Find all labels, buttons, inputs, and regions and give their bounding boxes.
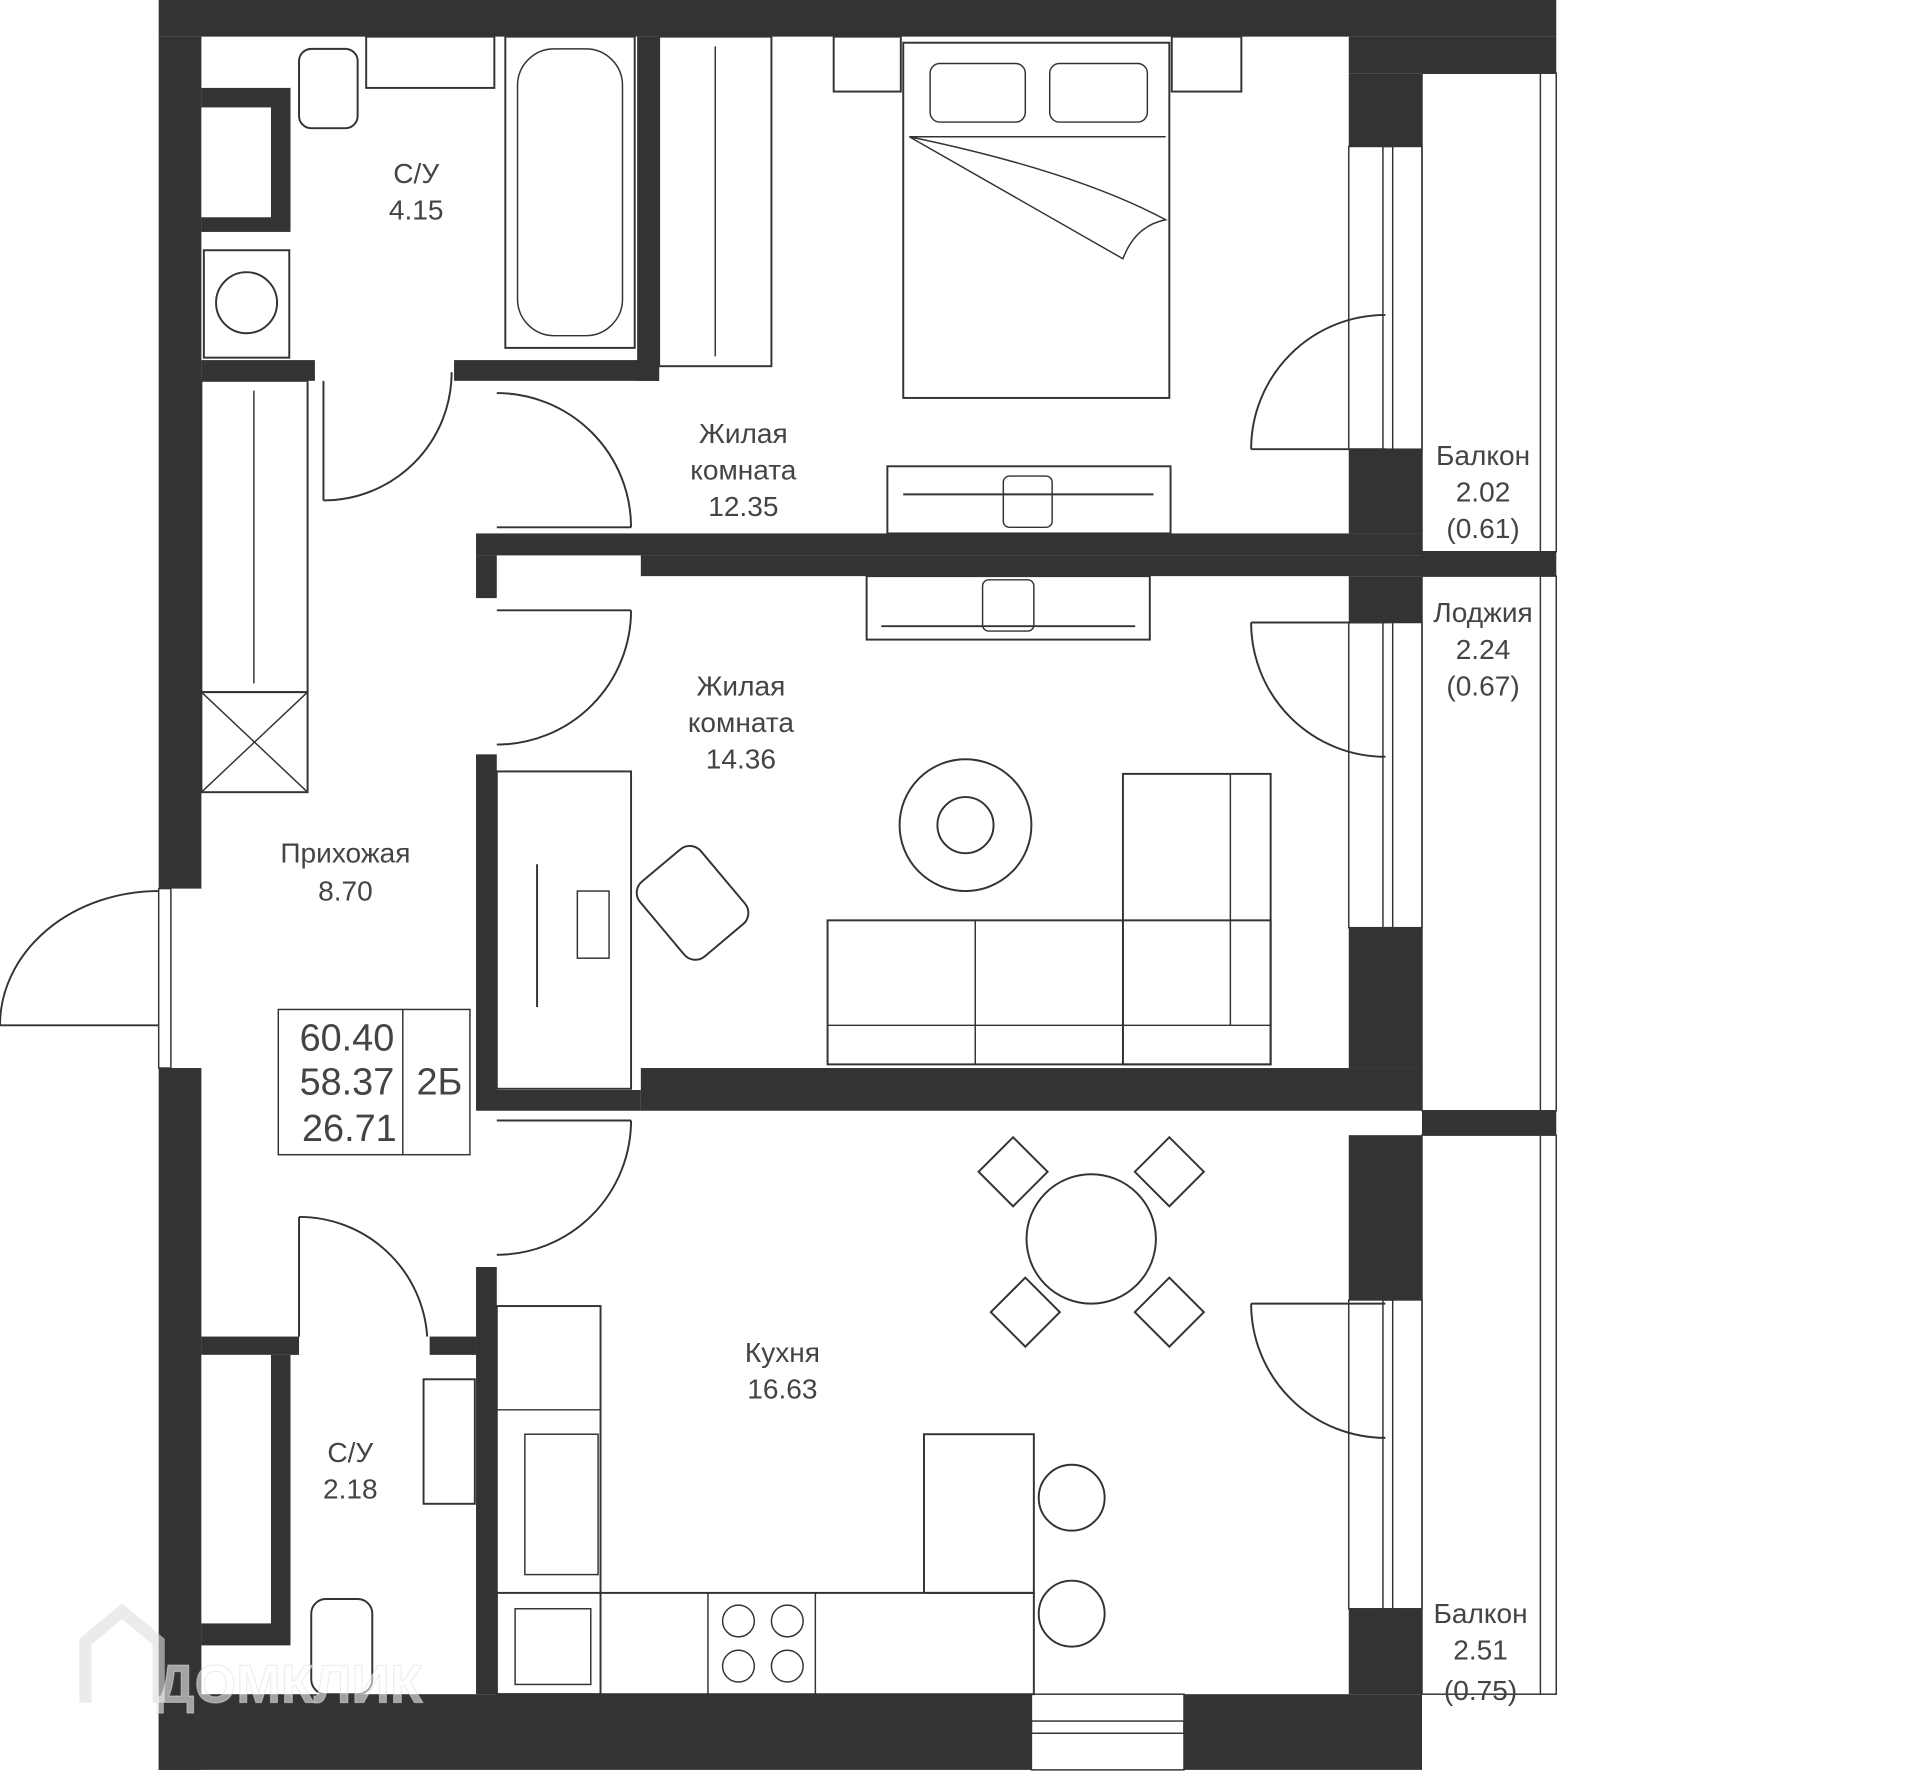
bathroom-1-name: С/У bbox=[393, 158, 439, 189]
hallway-name: Прихожая bbox=[280, 838, 410, 869]
watermark: ДОМКЛИК bbox=[79, 1603, 424, 1715]
doors bbox=[0, 313, 1386, 1439]
bathroom-2-area: 2.18 bbox=[323, 1474, 378, 1505]
apartment-type: 2Б bbox=[416, 1062, 462, 1104]
bathtub-icon bbox=[504, 35, 636, 349]
living-name-2: комната bbox=[688, 707, 795, 738]
sink-2-icon bbox=[422, 1378, 476, 1505]
bedroom-area: 12.35 bbox=[708, 491, 778, 522]
loggia-area: 2.24 bbox=[1456, 634, 1511, 665]
washer-icon bbox=[202, 249, 291, 359]
sink-icon bbox=[365, 35, 496, 89]
balcony-2-name: Балкон bbox=[1434, 1598, 1528, 1629]
furniture bbox=[200, 35, 1272, 1696]
kitchen-name: Кухня bbox=[745, 1337, 820, 1368]
toilet-icon bbox=[298, 47, 359, 130]
balcony-frames bbox=[1421, 72, 1557, 1695]
walls bbox=[158, 0, 1557, 1770]
hallway-area: 8.70 bbox=[318, 876, 373, 907]
bathroom-2-name: С/У bbox=[327, 1437, 373, 1468]
dining-table-icon bbox=[1025, 1173, 1157, 1305]
tv-stand-bedroom bbox=[886, 465, 1172, 535]
bed-icon bbox=[902, 41, 1171, 399]
balcony-1-name: Балкон bbox=[1436, 440, 1530, 471]
kitchen-counter bbox=[495, 1305, 602, 1696]
house-logo-icon bbox=[79, 1603, 165, 1703]
sofa-icon bbox=[826, 919, 1272, 1066]
rug-icon bbox=[898, 758, 1033, 893]
area-no-balconies: 58.37 bbox=[300, 1062, 395, 1104]
summary-box: 60.40 58.37 26.71 2Б bbox=[277, 1008, 471, 1156]
total-area: 60.40 bbox=[300, 1018, 395, 1060]
room-labels: С/У 4.15 Жилая комната 12.35 Балкон 2.02… bbox=[280, 158, 1532, 1706]
windows bbox=[157, 145, 1423, 1771]
loggia-name: Лоджия bbox=[1433, 597, 1532, 628]
loggia-reduced: (0.67) bbox=[1446, 670, 1519, 701]
balcony-2-reduced: (0.75) bbox=[1444, 1675, 1517, 1706]
balcony-1-area: 2.02 bbox=[1456, 476, 1511, 507]
kitchen-area: 16.63 bbox=[747, 1374, 817, 1405]
watermark-text: ДОМКЛИК bbox=[156, 1655, 423, 1715]
toilet-2-icon bbox=[310, 1598, 374, 1696]
bathroom-1-area: 4.15 bbox=[389, 194, 444, 225]
tv-stand-living bbox=[865, 575, 1151, 641]
living-name-1: Жилая bbox=[697, 670, 786, 701]
living-area: 26.71 bbox=[302, 1108, 397, 1150]
living-area: 14.36 bbox=[706, 744, 776, 775]
desk-icon bbox=[495, 770, 633, 1090]
bedroom-name-2: комната bbox=[690, 454, 797, 485]
wardrobe-bedroom bbox=[658, 35, 773, 368]
bedroom-name-1: Жилая bbox=[699, 418, 788, 449]
balcony-2-area: 2.51 bbox=[1453, 1635, 1508, 1666]
balcony-1-reduced: (0.61) bbox=[1446, 513, 1519, 544]
